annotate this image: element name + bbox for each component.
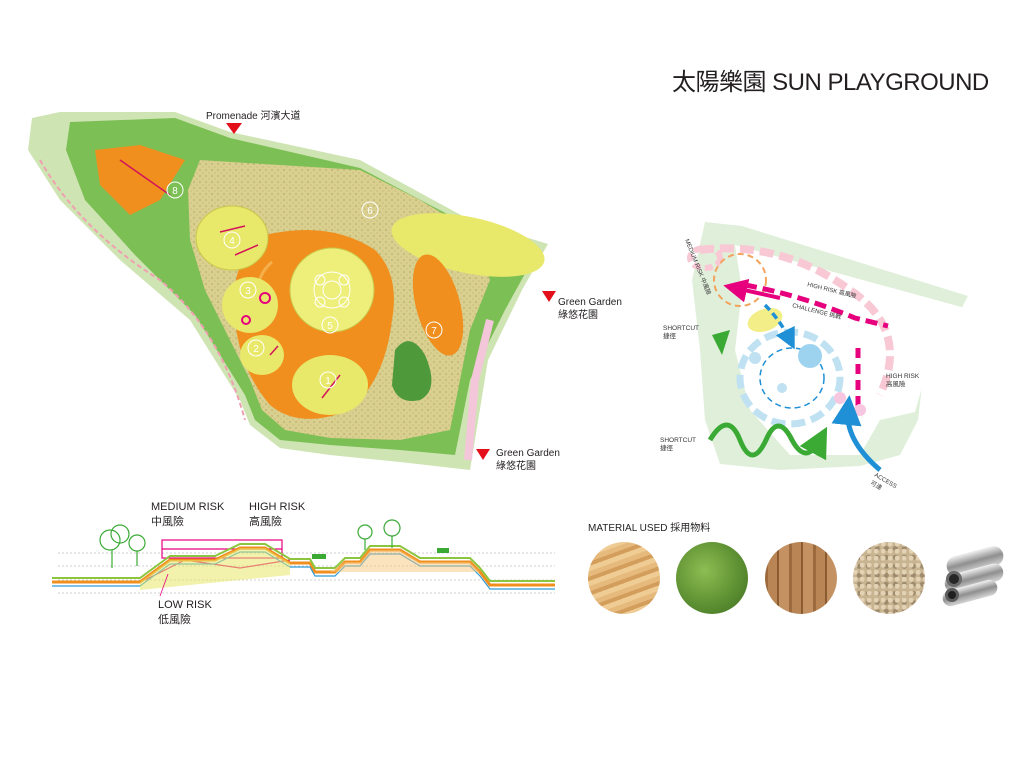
sand-texture xyxy=(588,542,660,614)
section-low-risk-label: LOW RISK 低風險 xyxy=(158,598,212,628)
section-medium-risk-en: MEDIUM RISK xyxy=(151,501,225,513)
section-high-risk-label: HIGH RISK 高風險 xyxy=(249,500,305,530)
zone-5 xyxy=(289,247,375,333)
section-medium-risk-zh: 中風險 xyxy=(151,516,184,528)
garden-bottom-label-en: Green Garden xyxy=(496,448,560,459)
section-low-risk-en: LOW RISK xyxy=(158,599,212,611)
section-low-risk-zh: 低風險 xyxy=(158,614,191,626)
garden-top-label-zh: 綠悠花園 xyxy=(558,310,598,321)
gravel-texture xyxy=(853,542,925,614)
shortcut-bottom-label: SHORTCUT 捷徑 xyxy=(660,437,696,453)
high-risk-right-label: HIGH RISK 高風險 xyxy=(886,373,919,389)
garden-bottom-marker xyxy=(476,449,490,460)
promenade-label-en: Promenade xyxy=(206,111,258,122)
shortcut-bottom-zh: 捷徑 xyxy=(660,445,673,452)
grass-texture xyxy=(676,542,748,614)
garden-bottom-label: Green Garden 綠悠花園 xyxy=(496,447,560,473)
shortcut-bottom-en: SHORTCUT xyxy=(660,437,696,444)
garden-top-label: Green Garden 綠悠花園 xyxy=(558,296,622,322)
zone-number-1: 1 xyxy=(325,376,331,387)
section-medium-risk-label: MEDIUM RISK 中風險 xyxy=(151,500,224,530)
zone-number-4: 4 xyxy=(229,236,235,247)
zone-number-8: 8 xyxy=(172,186,178,197)
shortcut-top-zh: 捷徑 xyxy=(663,333,676,340)
steel-pipe-texture xyxy=(942,546,1004,607)
zone-number-6: 6 xyxy=(367,206,373,217)
section-high-risk-zh: 高風險 xyxy=(249,516,282,528)
high-risk-right-zh: 高風險 xyxy=(886,381,906,388)
materials-title: MATERIAL USED 採用物料 xyxy=(588,523,711,534)
zone-4 xyxy=(195,205,269,271)
zone-3 xyxy=(222,277,278,333)
high-risk-right-en: HIGH RISK xyxy=(886,373,920,380)
promenade-marker xyxy=(226,123,242,134)
garden-bottom-label-zh: 綠悠花園 xyxy=(496,461,536,472)
zone-number-3: 3 xyxy=(245,286,251,297)
zone-number-5: 5 xyxy=(327,321,333,332)
zone-2 xyxy=(240,335,284,375)
page-title: 太陽樂園 SUN PLAYGROUND xyxy=(672,69,989,96)
zone-7 xyxy=(412,254,464,356)
wood-texture xyxy=(765,542,837,614)
zone-number-2: 2 xyxy=(253,344,259,355)
section-high-risk-en: HIGH RISK xyxy=(249,501,306,513)
shortcut-top-label: SHORTCUT 捷徑 xyxy=(663,325,699,341)
promenade-label: Promenade 河濱大道 xyxy=(206,110,300,123)
promenade-label-zh: 河濱大道 xyxy=(260,111,301,122)
shortcut-top-en: SHORTCUT xyxy=(663,325,699,332)
garden-top-label-en: Green Garden xyxy=(558,297,622,308)
zone-number-7: 7 xyxy=(431,326,437,337)
zone-8 xyxy=(95,145,185,215)
garden-top-marker xyxy=(542,291,556,302)
zone-1 xyxy=(292,355,368,415)
